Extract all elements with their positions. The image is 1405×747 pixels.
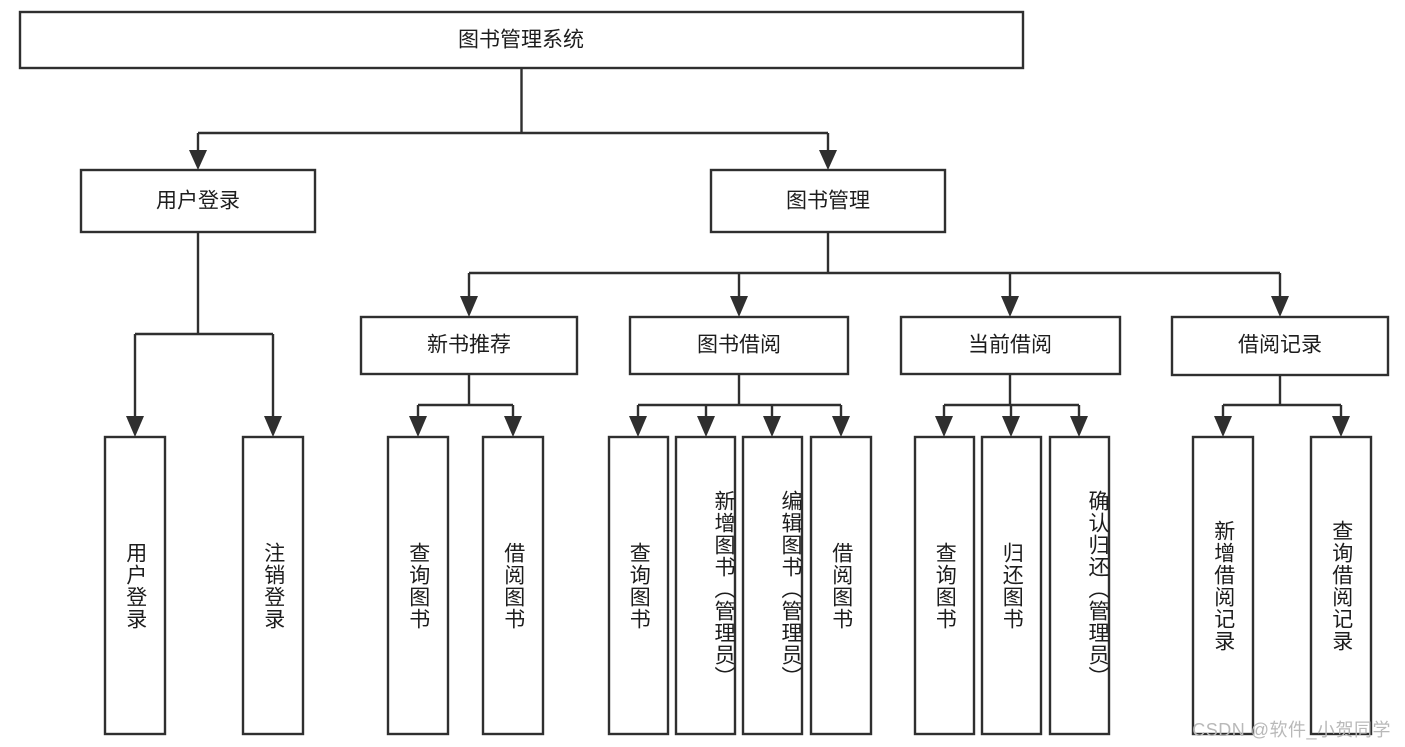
node-label-user-login: 用户登录 xyxy=(156,190,240,213)
node-box-leaf-add-record[interactable] xyxy=(1191,435,1255,736)
node-label-root: 图书管理系统 xyxy=(458,29,584,52)
node-box-current-borrow[interactable] xyxy=(899,315,1122,376)
node-box-leaf-add-book[interactable] xyxy=(674,435,737,736)
csdn-watermark: CSDN @软件_小贺同学 xyxy=(1192,720,1391,740)
node-box-leaf-borrow-book-1[interactable] xyxy=(481,435,545,736)
arrow-head-user-login xyxy=(189,150,207,170)
node-box-leaf-query-book-2[interactable] xyxy=(607,435,670,736)
node-box-leaf-edit-book[interactable] xyxy=(741,435,804,736)
node-box-leaf-user-login[interactable] xyxy=(103,435,167,736)
node-box-book-manage[interactable] xyxy=(709,168,947,234)
arrow-head-leaf-confirm-return xyxy=(1070,416,1088,437)
node-label-current-borrow: 当前借阅 xyxy=(968,334,1052,357)
node-box-leaf-query-book-1[interactable] xyxy=(386,435,450,736)
arrow-head-leaf-borrow-book-2 xyxy=(832,416,850,437)
node-box-book-borrow[interactable] xyxy=(628,315,850,376)
arrow-head-book-borrow xyxy=(730,296,748,317)
connector-group-book-manage xyxy=(460,232,1289,317)
node-label-book-manage: 图书管理 xyxy=(786,190,870,213)
connector-group-new-book-rec xyxy=(409,374,522,437)
arrow-head-current-borrow xyxy=(1001,296,1019,317)
node-box-leaf-query-book-3[interactable] xyxy=(913,435,976,736)
node-box-borrow-record[interactable] xyxy=(1170,315,1390,377)
node-label-borrow-record: 借阅记录 xyxy=(1238,334,1322,357)
node-box-user-login[interactable] xyxy=(79,168,317,234)
connector-group-borrow-record xyxy=(1214,375,1350,437)
arrow-head-leaf-query-book-2 xyxy=(629,416,647,437)
node-box-leaf-logout[interactable] xyxy=(241,435,305,736)
arrow-head-new-book-rec xyxy=(460,296,478,317)
connector-group-book-borrow xyxy=(629,374,850,437)
arrow-head-leaf-borrow-book-1 xyxy=(504,416,522,437)
node-box-new-book-rec[interactable] xyxy=(359,315,579,376)
connector-group-current-borrow xyxy=(935,374,1088,437)
node-box-leaf-borrow-book-2[interactable] xyxy=(809,435,873,736)
node-box-leaf-return-book[interactable] xyxy=(980,435,1043,736)
arrow-head-book-manage xyxy=(819,150,837,170)
arrow-head-leaf-return-book xyxy=(1002,416,1020,437)
connector-group-user-login xyxy=(126,232,282,437)
node-box-root[interactable] xyxy=(18,10,1025,70)
arrow-head-leaf-add-record xyxy=(1214,416,1232,437)
arrow-head-leaf-user-login xyxy=(126,416,144,437)
arrow-head-leaf-query-record xyxy=(1332,416,1350,437)
connector-group-root xyxy=(189,68,837,170)
arrow-head-leaf-add-book xyxy=(697,416,715,437)
arrow-head-leaf-logout xyxy=(264,416,282,437)
arrow-head-leaf-query-book-1 xyxy=(409,416,427,437)
node-label-book-borrow: 图书借阅 xyxy=(697,334,781,357)
arrow-head-leaf-query-book-3 xyxy=(935,416,953,437)
node-box-leaf-confirm-return[interactable] xyxy=(1048,435,1111,736)
arrow-head-borrow-record xyxy=(1271,296,1289,317)
node-box-leaf-query-record[interactable] xyxy=(1309,435,1373,736)
arrow-head-leaf-edit-book xyxy=(763,416,781,437)
node-label-new-book-rec: 新书推荐 xyxy=(427,334,511,357)
